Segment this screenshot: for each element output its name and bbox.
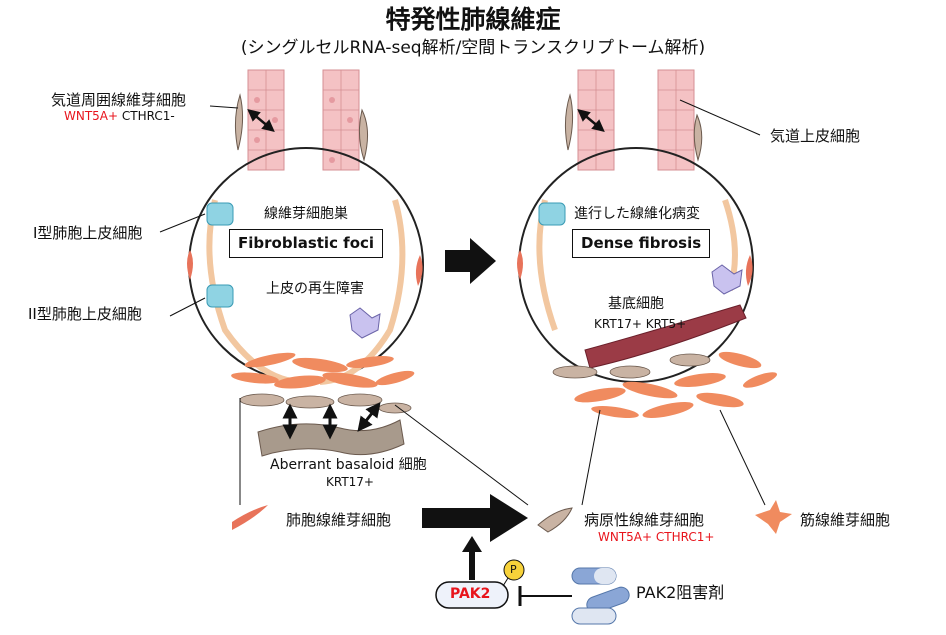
basal-cell-layer bbox=[584, 304, 747, 369]
alveolar-lining-left bbox=[206, 199, 301, 385]
label-phospho: P bbox=[510, 563, 517, 576]
legend-alveolar-fibroblast-icon bbox=[232, 505, 268, 530]
pak2-activation-arrow-head bbox=[462, 536, 482, 552]
label-at1: I型肺胞上皮細胞 bbox=[33, 224, 143, 242]
label-pathogenic-fibroblast: 病原性線維芽細胞 bbox=[584, 511, 705, 529]
at2-cell-right bbox=[538, 202, 566, 226]
pathogenic-fibroblast-layer bbox=[239, 393, 412, 414]
marker-wnt5a-pos: WNT5A+ bbox=[64, 109, 119, 123]
pathogenic-fibroblast-right bbox=[552, 353, 711, 379]
label-aberrant-marker: KRT17+ bbox=[326, 475, 374, 489]
airway-fibroblast-cell-4 bbox=[693, 113, 703, 162]
right-airway-epithelium bbox=[577, 69, 695, 171]
legend-pathogenic-fibroblast-icon bbox=[537, 507, 573, 533]
alveolar-fibroblast-cell-4 bbox=[745, 255, 753, 286]
at2-cell-left-bottom bbox=[206, 284, 234, 308]
airway-fibroblast-cell-2 bbox=[358, 108, 368, 162]
label-foci-en: Fibroblastic foci bbox=[229, 229, 384, 258]
label-pathogenic-marker: WNT5A+ CTHRC1+ bbox=[598, 530, 715, 544]
left-alveolus bbox=[188, 147, 424, 383]
label-aberrant: Aberrant basaloid 細胞 bbox=[270, 457, 427, 473]
label-basal-marker: KRT17+ KRT5+ bbox=[594, 317, 687, 331]
pak2-node bbox=[435, 581, 509, 609]
dense-fibrosis-cells bbox=[574, 351, 778, 418]
label-regen: 上皮の再生障害 bbox=[266, 281, 364, 297]
airway-fibroblast-cell bbox=[234, 93, 244, 151]
progression-arrow bbox=[445, 238, 496, 284]
label-dense-fibrosis: Dense fibrosis bbox=[572, 229, 711, 258]
damaged-epithelium-cell bbox=[349, 307, 381, 339]
interaction-arrow-5 bbox=[577, 108, 605, 133]
fibroblastic-focus-cells bbox=[231, 352, 415, 389]
label-basal: 基底細胞 bbox=[608, 296, 664, 312]
legend-myofibroblast-icon bbox=[755, 500, 792, 534]
page-title: 特発性肺線維症 bbox=[385, 5, 561, 34]
alveolar-fibroblast-cell bbox=[187, 250, 193, 280]
differentiation-arrow bbox=[422, 494, 528, 542]
label-airway-fibroblast-markers: WNT5A+ CTHRC1- bbox=[64, 109, 175, 123]
pill-icons bbox=[571, 567, 630, 625]
leader-lines bbox=[159, 99, 766, 506]
alveolar-fibroblast-cell-3 bbox=[517, 250, 523, 280]
label-at2: II型肺胞上皮細胞 bbox=[28, 305, 142, 323]
interaction-arrow bbox=[247, 108, 275, 133]
page-subtitle: (シングルセルRNA-seq解析/空間トランスクリプトーム解析) bbox=[240, 38, 706, 58]
phospho-link bbox=[502, 577, 509, 587]
label-airway-epi: 気道上皮細胞 bbox=[770, 127, 861, 145]
label-myofibroblast: 筋線維芽細胞 bbox=[800, 511, 891, 529]
alveolar-fibroblast-cell-2 bbox=[415, 255, 423, 286]
marker-cthrc1-neg: CTHRC1- bbox=[121, 109, 175, 123]
label-airway-fibroblast: 気道周囲線維芽細胞 bbox=[51, 91, 187, 109]
label-inhibitor: PAK2阻害剤 bbox=[636, 583, 725, 602]
label-pak2: PAK2 bbox=[450, 586, 491, 602]
label-alv-fibroblast: 肺胞線維芽細胞 bbox=[286, 511, 392, 529]
airway-fibroblast-cell-3 bbox=[564, 93, 574, 151]
interaction-arrow-4 bbox=[357, 402, 381, 432]
at2-cell-left-top bbox=[206, 202, 234, 226]
label-advanced: 進行した線維化病変 bbox=[574, 206, 700, 222]
damaged-epithelium-cell-2 bbox=[711, 264, 743, 295]
label-foci-jp: 線維芽細胞巣 bbox=[264, 206, 348, 222]
phospho-circle bbox=[503, 559, 525, 581]
